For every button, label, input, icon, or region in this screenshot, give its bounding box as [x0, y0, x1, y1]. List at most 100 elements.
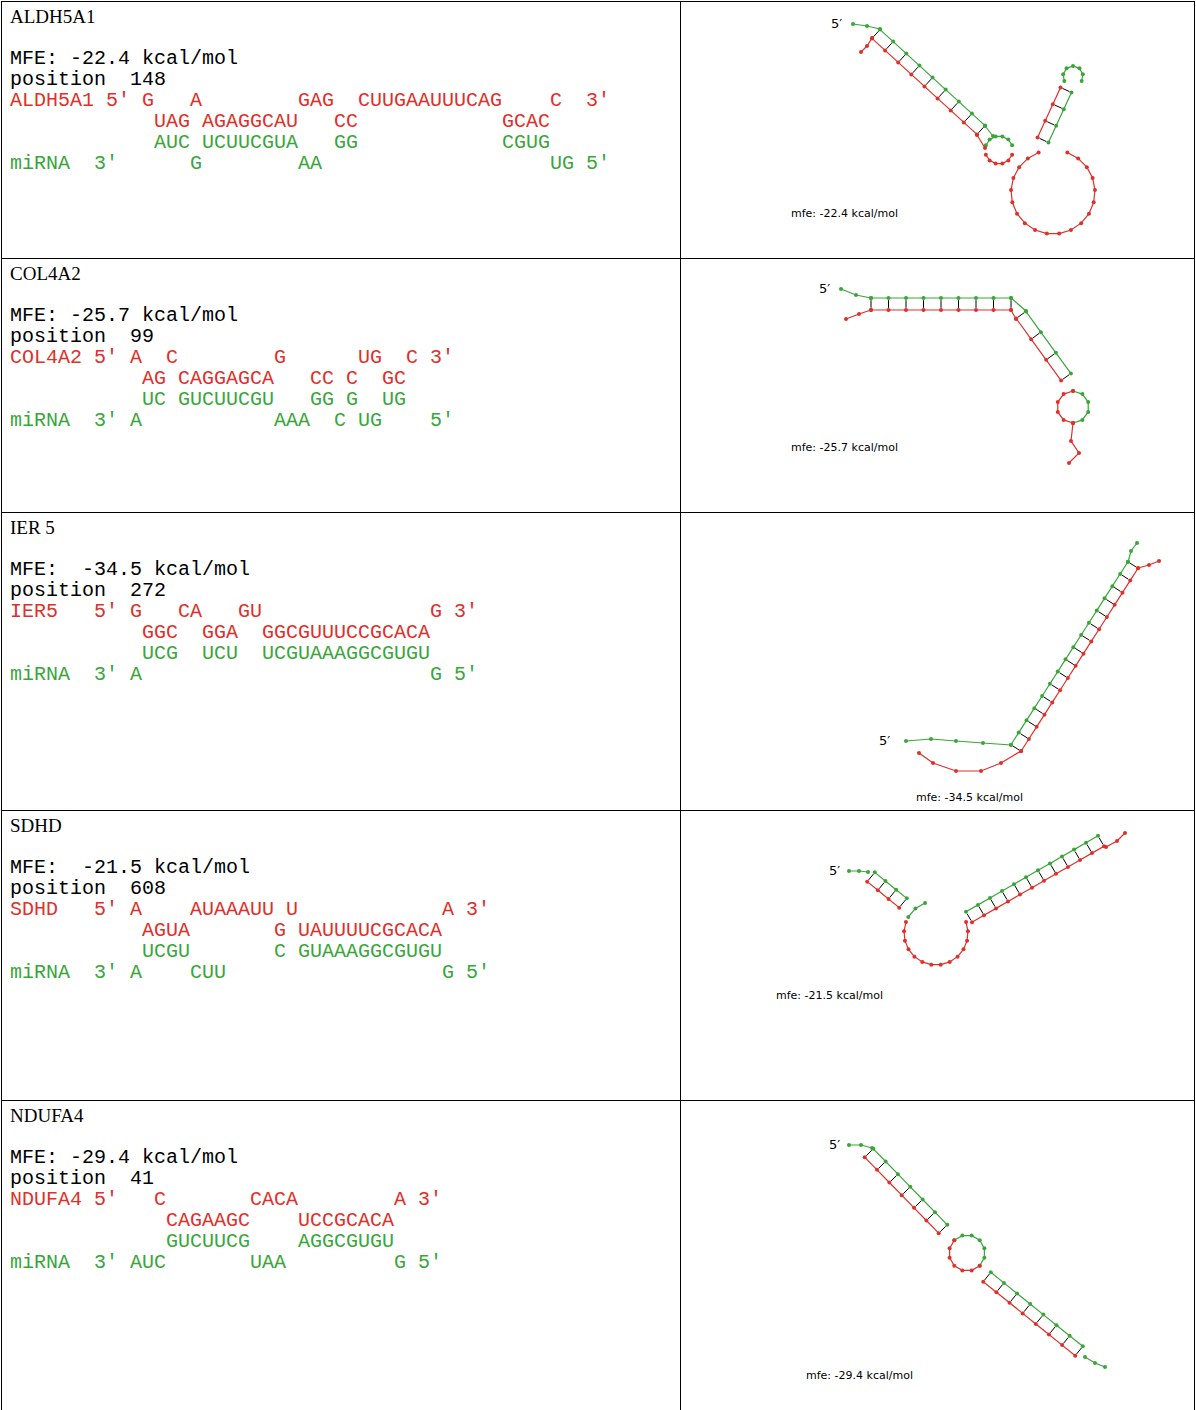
- rna-backbone: [861, 38, 872, 52]
- nucleotide-dot: [1040, 694, 1044, 698]
- nucleotide-dot: [952, 1264, 956, 1268]
- nucleotide-dot: [1028, 1302, 1032, 1306]
- nucleotide-dot: [1010, 153, 1014, 157]
- nucleotide-dot: [1085, 165, 1089, 169]
- base-pair-tick: [998, 1285, 1003, 1291]
- target-unpaired-line: NDUFA4 5' C CACA A 3': [10, 1189, 673, 1210]
- gene-name: COL4A2: [10, 263, 673, 285]
- structure-drawing: [681, 811, 1196, 1101]
- nucleotide-dot: [913, 906, 917, 910]
- nucleotide-dot: [905, 896, 909, 900]
- mfe-value: MFE: -25.7 kcal/mol: [10, 305, 673, 326]
- nucleotide-dot: [1048, 861, 1052, 865]
- nucleotide-dot: [1081, 72, 1085, 76]
- nucleotide-dot: [1051, 102, 1055, 106]
- rna-backbone: [867, 882, 899, 908]
- nucleotide-dot: [1056, 410, 1060, 414]
- nucleotide-dot: [1126, 560, 1130, 564]
- nucleotide-dot: [866, 870, 870, 874]
- nucleotide-dot: [902, 929, 906, 933]
- base-pair-tick: [1036, 709, 1042, 713]
- nucleotide-dot: [1061, 72, 1065, 76]
- base-pair-tick: [1067, 661, 1073, 665]
- nucleotide-dot: [1118, 572, 1122, 576]
- nucleotide-dot: [954, 739, 958, 743]
- nucleotide-dot: [904, 739, 908, 743]
- nucleotide-dot: [957, 100, 961, 104]
- nucleotide-dot: [1104, 845, 1108, 849]
- base-pair-tick: [1044, 697, 1050, 701]
- nucleotide-dot: [921, 1197, 925, 1201]
- gene-name: ALDH5A1: [10, 6, 673, 28]
- rna-backbone: [1026, 311, 1071, 373]
- nucleotide-dot: [1135, 541, 1139, 545]
- target-unpaired-line: COL4A2 5' A C G UG C 3': [10, 347, 673, 368]
- structure-cell: 5′mfe: -25.7 kcal/mol: [680, 258, 1195, 512]
- nucleotide-dot: [897, 906, 901, 910]
- nucleotide-dot: [1024, 875, 1028, 879]
- nucleotide-dot: [1126, 560, 1130, 564]
- rna-backbone: [1106, 833, 1125, 847]
- nucleotide-dot: [917, 751, 921, 755]
- mirna-paired-line: UCG UCU UCGUAAAGGCGUGU: [10, 643, 673, 664]
- target-unpaired-line: SDHD 5' A AUAAAUU U A 3': [10, 899, 673, 920]
- base-pair-tick: [1015, 886, 1019, 893]
- base-pair-tick: [1011, 300, 1012, 308]
- mirna-unpaired-line: miRNA 3' A G 5': [10, 664, 673, 685]
- nucleotide-dot: [1090, 851, 1094, 855]
- nucleotide-dot: [1006, 138, 1010, 142]
- nucleotide-dot: [870, 1146, 874, 1150]
- nucleotide-dot: [952, 1238, 956, 1242]
- nucleotide-dot: [857, 869, 861, 873]
- nucleotide-dot: [891, 40, 895, 44]
- rna-structure: [847, 1143, 1107, 1369]
- nucleotide-dot: [1048, 682, 1052, 686]
- base-pair-tick: [1050, 1327, 1055, 1333]
- rna-backbone: [986, 155, 1012, 164]
- mirna-unpaired-line: miRNA 3' AUC UAA G 5': [10, 1252, 673, 1273]
- structure-cell: 5′mfe: -29.4 kcal/mol: [680, 1100, 1195, 1410]
- mirna-paired-line: AUC UCUUCGUA GG CGUG: [10, 132, 673, 153]
- nucleotide-dot: [970, 1234, 974, 1238]
- base-pair-tick: [1130, 563, 1136, 567]
- nucleotide-dot: [1025, 718, 1029, 722]
- nucleotide-dot: [1056, 400, 1060, 404]
- nucleotide-dot: [1069, 91, 1073, 95]
- nucleotide-dot: [1136, 566, 1140, 570]
- nucleotide-dot: [908, 1185, 912, 1189]
- base-pair-tick: [940, 1226, 945, 1231]
- nucleotide-dot: [1008, 1301, 1012, 1305]
- nucleotide-dot: [1010, 200, 1014, 204]
- nucleotide-dot: [1033, 228, 1037, 232]
- nucleotide-dot: [1157, 559, 1161, 563]
- nucleotide-dot: [994, 906, 998, 910]
- nucleotide-dot: [1147, 563, 1151, 567]
- nucleotide-dot: [1058, 688, 1062, 692]
- nucleotide-dot: [1074, 664, 1078, 668]
- mirna-unpaired-line: miRNA 3' A CUU G 5': [10, 962, 673, 983]
- nucleotide-dot: [907, 947, 911, 951]
- nucleotide-dot: [944, 88, 948, 92]
- five-prime-label: 5′: [831, 16, 842, 31]
- nucleotide-dot: [839, 287, 843, 291]
- nucleotide-dot: [965, 939, 969, 943]
- nucleotide-dot: [960, 1268, 964, 1272]
- nucleotide-dot: [1000, 134, 1004, 138]
- nucleotide-dot: [939, 296, 943, 300]
- base-pair-tick: [1051, 865, 1055, 872]
- rna-backbone: [991, 1272, 1083, 1346]
- nucleotide-dot: [923, 901, 927, 905]
- nucleotide-dot: [1054, 351, 1058, 355]
- nucleotide-dot: [869, 296, 873, 300]
- rna-backbone: [1138, 561, 1159, 568]
- nucleotide-dot: [920, 960, 924, 964]
- nucleotide-dot: [991, 134, 995, 138]
- nucleotide-dot: [1030, 886, 1034, 890]
- target-unpaired-line: IER5 5' G CA GU G 3': [10, 601, 673, 622]
- nucleotide-dot: [975, 133, 979, 137]
- target-unpaired-line: ALDH5A1 5' G A GAG CUUGAAUUUCAG C 3': [10, 90, 673, 111]
- gene-name: NDUFA4: [10, 1105, 673, 1127]
- nucleotide-dot: [1042, 879, 1046, 883]
- nucleotide-dot: [1080, 79, 1084, 83]
- nucleotide-dot: [957, 308, 961, 312]
